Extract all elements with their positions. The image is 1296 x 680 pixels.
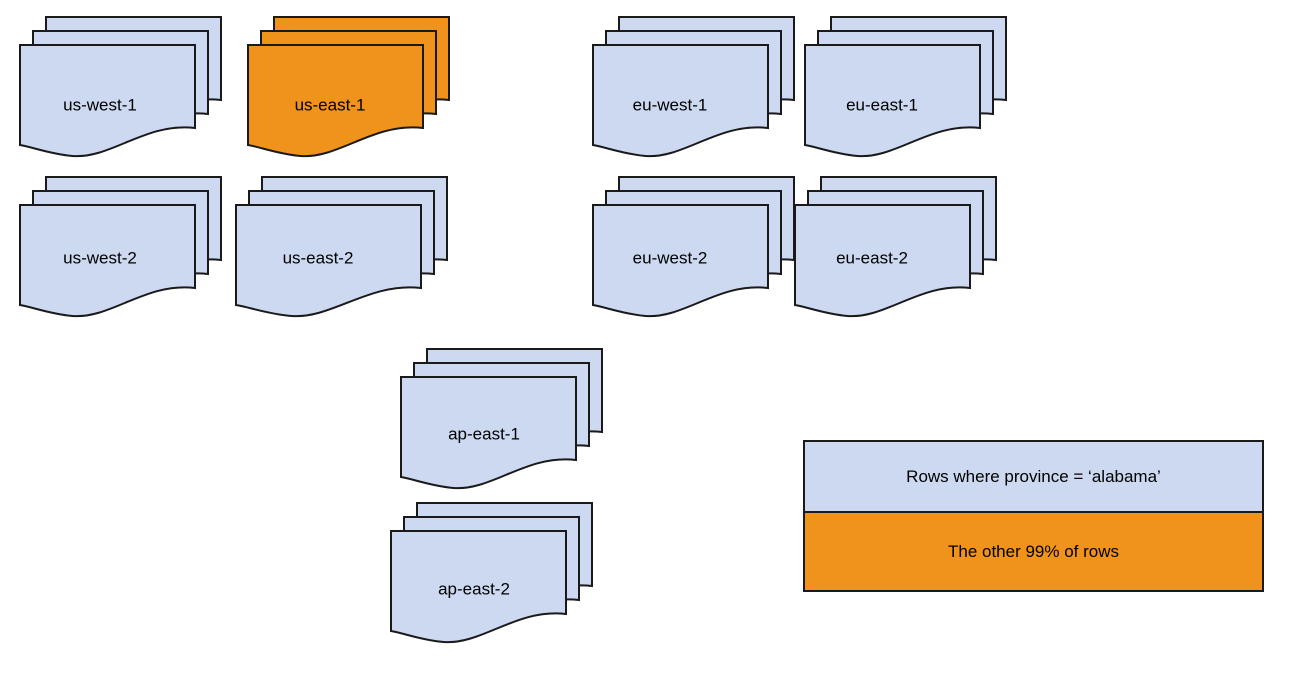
region-stack-us-east-2[interactable] <box>235 176 453 334</box>
region-stack-us-east-1[interactable] <box>247 16 455 174</box>
card-front <box>19 44 196 158</box>
legend-row-other-label: The other 99% of rows <box>947 541 1120 561</box>
card-front <box>804 44 981 158</box>
legend-row-alabama: Rows where province = ‘alabama’ <box>805 442 1262 513</box>
region-stack-eu-east-2[interactable] <box>794 176 1002 334</box>
region-stack-us-west-2[interactable] <box>19 176 227 334</box>
legend: Rows where province = ‘alabama’ The other… <box>803 440 1264 592</box>
card-front <box>247 44 424 158</box>
document-stack-glyph <box>804 16 1007 158</box>
card-front <box>235 204 422 318</box>
document-stack-glyph <box>390 502 593 644</box>
card-front <box>19 204 196 318</box>
legend-row-other: The other 99% of rows <box>805 513 1262 590</box>
card-front <box>592 204 769 318</box>
document-stack-glyph <box>592 176 795 318</box>
region-stack-eu-west-1[interactable] <box>592 16 800 174</box>
region-stack-ap-east-2[interactable] <box>390 502 598 660</box>
document-stack-glyph <box>235 176 448 318</box>
card-front <box>794 204 971 318</box>
document-stack-glyph <box>400 348 603 490</box>
region-stack-us-west-1[interactable] <box>19 16 227 174</box>
card-front <box>390 530 567 644</box>
card-front <box>400 376 577 490</box>
region-stack-eu-east-1[interactable] <box>804 16 1012 174</box>
card-front <box>592 44 769 158</box>
document-stack-glyph <box>592 16 795 158</box>
document-stack-glyph <box>794 176 997 318</box>
legend-row-alabama-label: Rows where province = ‘alabama’ <box>906 466 1161 486</box>
region-stack-ap-east-1[interactable] <box>400 348 608 506</box>
document-stack-glyph <box>19 16 222 158</box>
region-stack-eu-west-2[interactable] <box>592 176 800 334</box>
document-stack-glyph <box>247 16 450 158</box>
document-stack-glyph <box>19 176 222 318</box>
